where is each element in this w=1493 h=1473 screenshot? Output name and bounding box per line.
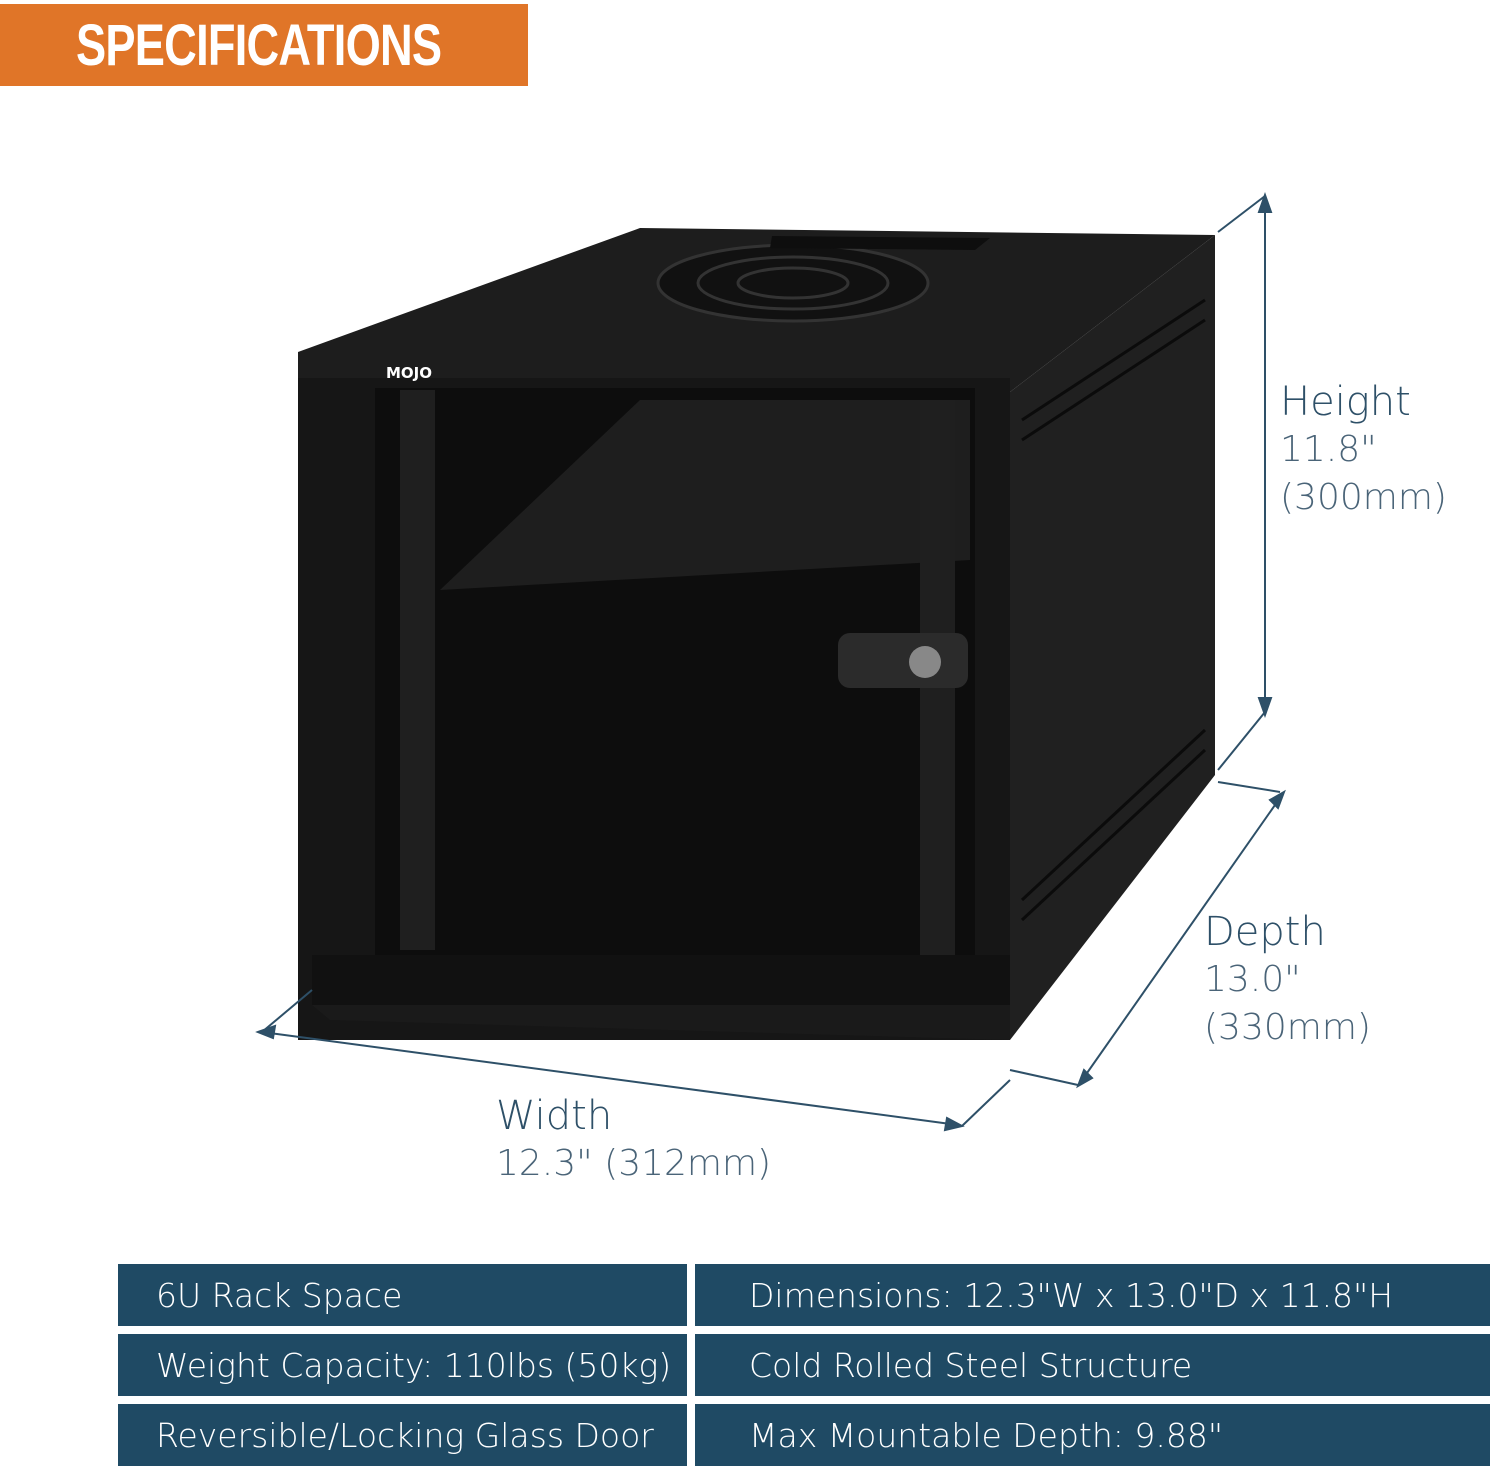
width-value: 12.3" (312mm) [496, 1143, 772, 1184]
height-label: Height [1280, 379, 1411, 425]
spec-cell: Reversible/Locking Glass Door [118, 1404, 687, 1466]
spec-cell: Cold Rolled Steel Structure [695, 1334, 1490, 1396]
spec-cell: Max Mountable Depth: 9.88" [695, 1404, 1490, 1466]
brand-logo: MOJO [386, 364, 432, 382]
height-metric: (300mm) [1280, 477, 1447, 518]
width-dimension: Width 12.3" (312mm) [496, 1092, 771, 1188]
spec-cell: 6U Rack Space [118, 1264, 687, 1326]
height-dimension: Height 11.8" (300mm) [1280, 378, 1447, 522]
banner-title: SPECIFICATIONS [76, 12, 442, 78]
spec-cell: Dimensions: 12.3"W x 13.0"D x 11.8"H [695, 1264, 1490, 1326]
specifications-banner: SPECIFICATIONS [0, 4, 528, 86]
depth-imperial: 13.0" [1204, 959, 1301, 1000]
depth-metric: (330mm) [1204, 1007, 1371, 1048]
width-label: Width [496, 1093, 613, 1139]
lock-icon [838, 633, 968, 688]
depth-label: Depth [1204, 909, 1326, 955]
spec-cell: Weight Capacity: 110lbs (50kg) [118, 1334, 687, 1396]
depth-dimension: Depth 13.0" (330mm) [1204, 908, 1371, 1052]
height-imperial: 11.8" [1280, 429, 1377, 470]
